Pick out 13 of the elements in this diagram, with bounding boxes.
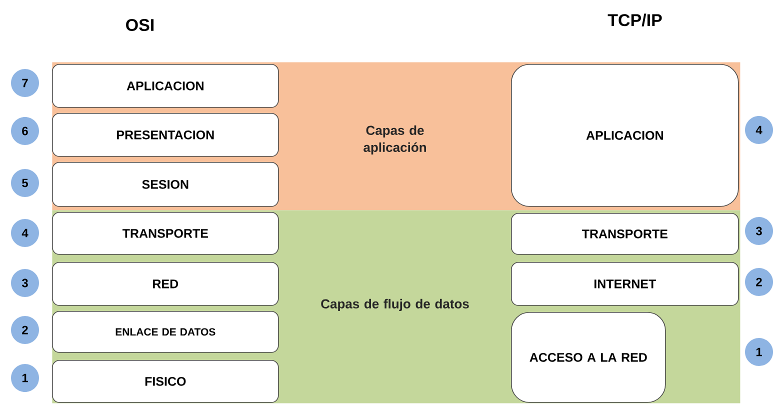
layer-box: ACCESO A LA RED (511, 312, 666, 403)
layer-box: TRANSPORTE (52, 212, 279, 255)
layer-box: INTERNET (511, 262, 739, 306)
column-heading: OSI (126, 18, 154, 32)
layer-box: RED (52, 262, 279, 306)
layer-box: APLICACION (52, 64, 279, 108)
column-heading: TCP/IP (608, 14, 662, 26)
layer-box: PRESENTACION (52, 113, 279, 157)
layer-box: TRANSPORTE (511, 213, 739, 255)
layer-box: SESION (52, 162, 279, 207)
layer-box: APLICACION (511, 64, 739, 207)
layer-box: ENLACE DE DATOS (52, 311, 279, 353)
layer-box: FISICO (52, 360, 279, 403)
